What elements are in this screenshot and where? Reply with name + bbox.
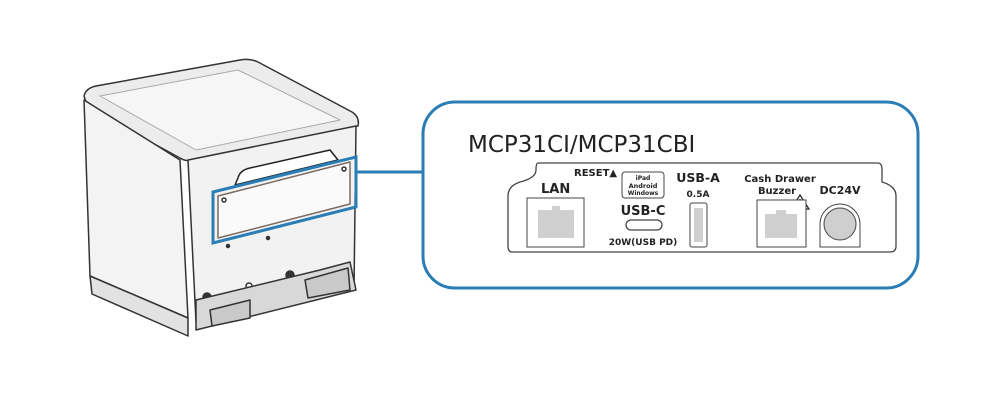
- usbc-power-label: 20W(USB PD): [609, 238, 678, 248]
- usbc-port: [625, 219, 663, 231]
- dc-label: DC24V: [819, 184, 861, 197]
- model-title: MCP31CI/MCP31CBI: [468, 132, 695, 158]
- port-cover: [217, 161, 351, 239]
- svg-text:iPad: iPad: [636, 175, 651, 182]
- usba-port: [689, 202, 708, 248]
- dc-power-port: [819, 203, 861, 248]
- os-badge: iPad Android Windows: [621, 171, 665, 199]
- usbc-label: USB-C: [621, 204, 666, 219]
- lan-port: [526, 197, 585, 248]
- cash-drawer-label: Cash Drawer: [744, 174, 816, 185]
- svg-text:Android: Android: [629, 182, 658, 190]
- reset-label: RESET▲: [574, 168, 617, 179]
- buzzer-label: Buzzer: [758, 186, 796, 197]
- cash-drawer-port: [756, 199, 807, 248]
- svg-text:Windows: Windows: [628, 190, 659, 197]
- usba-current-label: 0.5A: [687, 190, 710, 200]
- printer-illustration: [83, 58, 360, 337]
- highlight-frame: [211, 155, 358, 245]
- lan-label: LAN: [541, 182, 570, 197]
- usba-label: USB-A: [676, 170, 720, 185]
